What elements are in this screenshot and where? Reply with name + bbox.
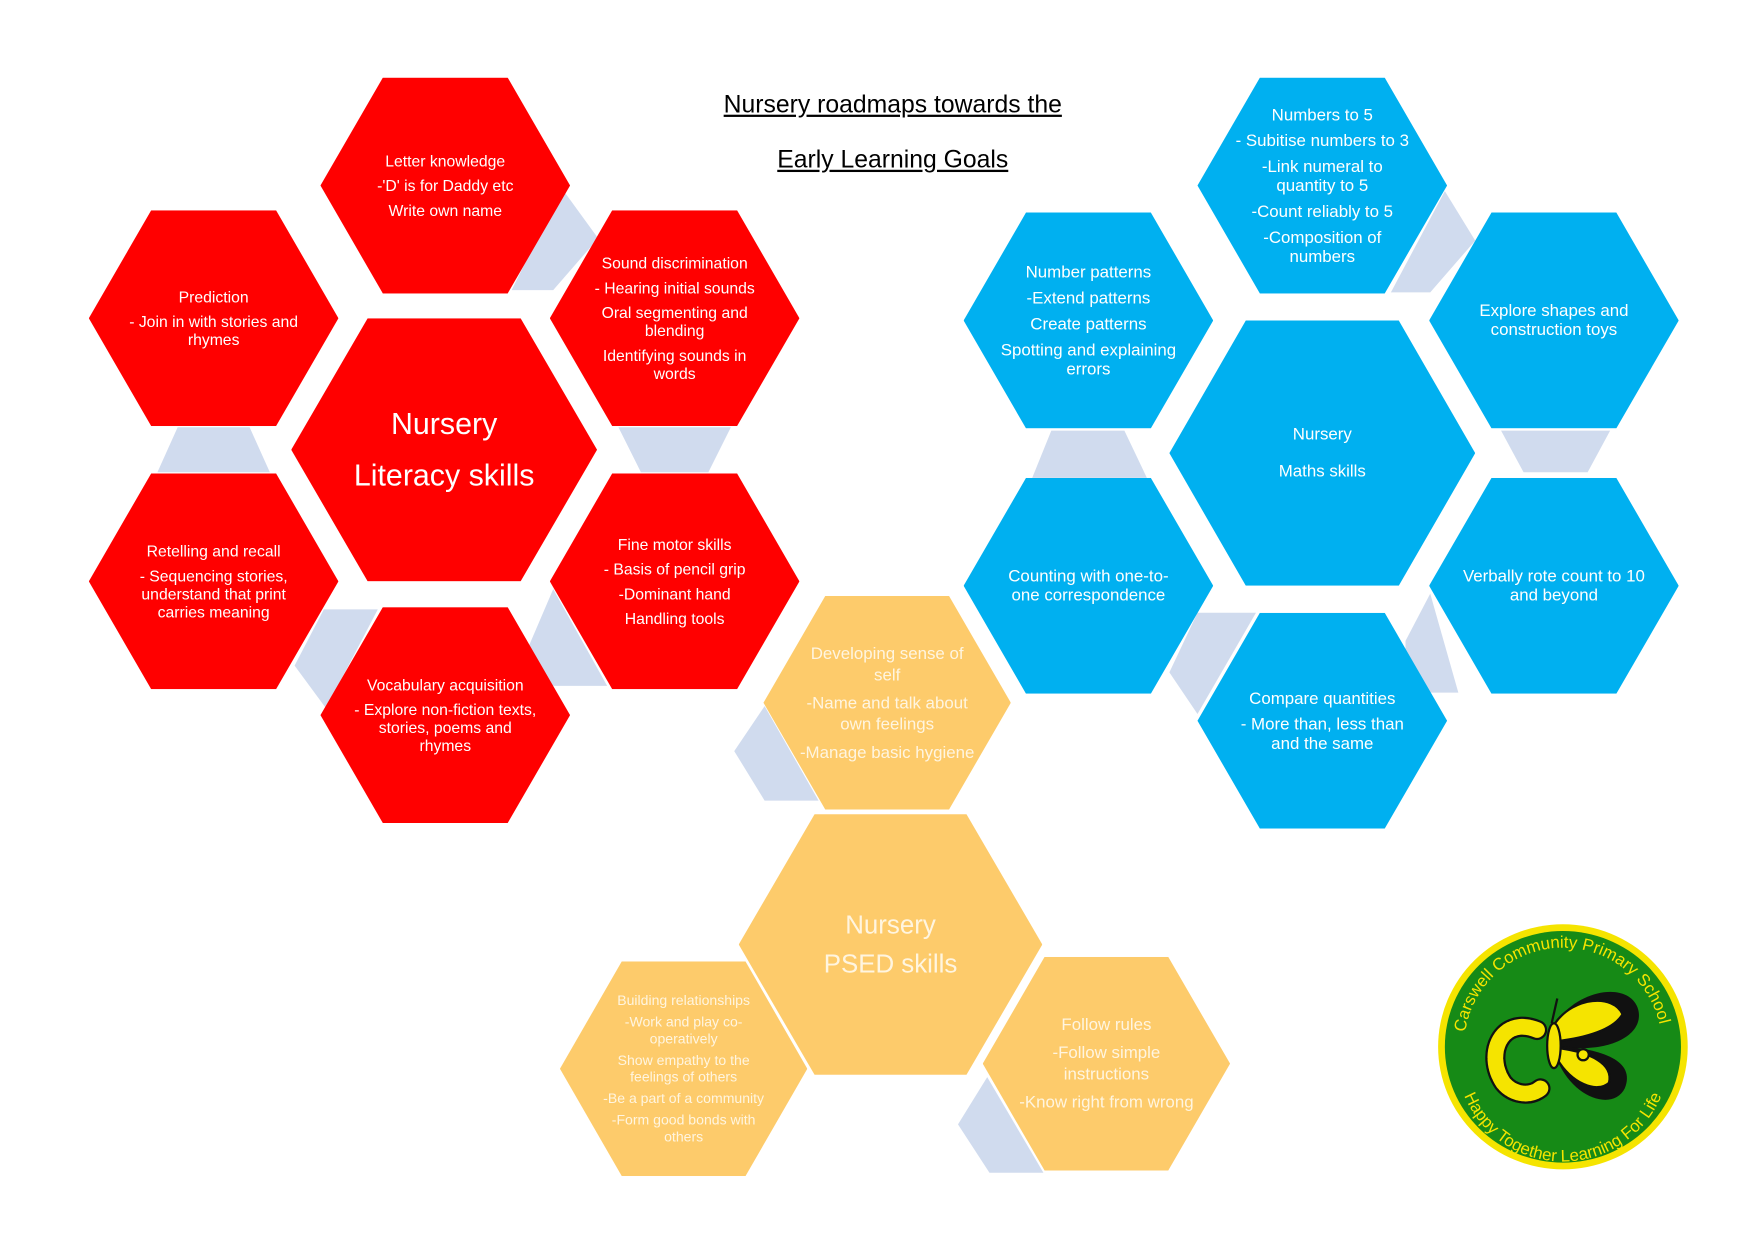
hex-text: Show empathy to the feelings of others — [617, 1051, 750, 1085]
hex-text: - Sequencing stories, understand that pr… — [139, 566, 288, 621]
hex-text: Vocabulary acquisition — [366, 675, 524, 694]
hex-title: Nursery — [1292, 425, 1352, 445]
connector — [526, 589, 608, 686]
hex-title: Nursery — [390, 407, 498, 441]
hex-text: Follow rules — [1061, 1015, 1152, 1035]
hex-text: Fine motor skills — [617, 535, 732, 554]
page-subtitle: Early Learning Goals — [777, 145, 1009, 174]
hex-text: Number patterns — [1025, 262, 1152, 282]
hex-text: -Dominant hand — [618, 584, 731, 603]
hex-text: Oral segmenting and blending — [601, 303, 748, 340]
hex-text: -Extend patterns — [1026, 288, 1151, 308]
hex-text: -Manage basic hygiene — [799, 742, 975, 762]
hex-text: Verbally rote count to 10 and beyond — [1462, 566, 1645, 605]
hex-text: -Follow simple instructions — [1052, 1043, 1161, 1084]
connector — [511, 188, 599, 291]
hex-text: Explore shapes and construction toys — [1479, 301, 1629, 340]
hex-relationships: Building relationships -Work and play co… — [559, 961, 808, 1177]
connector — [618, 427, 731, 473]
hex-text: -Count reliably to 5 — [1251, 201, 1394, 221]
school-logo: Carswell Community Primary School Happy … — [1438, 924, 1688, 1170]
hex-text: Numbers to 5 — [1271, 105, 1373, 125]
caterpillar-icon — [1485, 1016, 1551, 1104]
hex-text: - Hearing initial sounds — [594, 278, 755, 297]
connector — [734, 706, 819, 801]
hex-text: -Work and play co-operatively — [624, 1013, 743, 1047]
page-title: Nursery roadmaps towards the — [723, 89, 1062, 119]
hex-text: Counting with one-to-one correspondence — [1008, 566, 1169, 605]
connector — [1405, 593, 1459, 693]
hex-text: Create patterns — [1030, 314, 1147, 334]
hex-text: -Know right from wrong — [1019, 1092, 1194, 1113]
connector — [1390, 191, 1476, 293]
connector — [1501, 430, 1611, 473]
hex-text: Compare quantities — [1249, 688, 1396, 708]
hex-text: - Subitise numbers to 3 — [1235, 130, 1410, 151]
butterfly-icon — [1546, 991, 1639, 1100]
hex-text: -Form good bonds with others — [611, 1111, 756, 1145]
hex-text: Building relationships — [617, 992, 751, 1009]
hex-title: Maths skills — [1278, 462, 1366, 482]
hex-text: - Basis of pencil grip — [603, 559, 746, 578]
hex-text: Identifying sounds in words — [602, 346, 747, 383]
hex-text: Handling tools — [624, 609, 725, 628]
hex-text: Spotting and explaining errors — [1000, 340, 1177, 379]
connector — [1169, 612, 1256, 714]
connector — [957, 1077, 1044, 1173]
hex-text: -Composition of numbers — [1263, 227, 1382, 266]
hex-text: - Explore non-fiction texts, stories, po… — [354, 700, 537, 755]
hex-text: Sound discrimination — [601, 254, 748, 273]
hex-text: -Name and talk about own feelings — [806, 693, 968, 734]
hex-text: Prediction — [178, 287, 249, 306]
connector — [157, 427, 270, 473]
hex-text: - More than, less than and the same — [1240, 714, 1404, 753]
connector — [294, 609, 378, 709]
hex-text: - Join in with stories and rhymes — [129, 312, 299, 349]
hex-text: -Link numeral to quantity to 5 — [1261, 156, 1383, 196]
hex-title: Nursery — [845, 909, 936, 939]
hex-text: -Be a part of a community — [603, 1090, 765, 1106]
hex-title: Literacy skills — [353, 458, 535, 493]
hex-text: Developing sense of self — [810, 643, 964, 685]
connector — [1032, 430, 1147, 478]
hex-text: -'D' is for Daddy etc — [377, 176, 514, 195]
hex-title: PSED skills — [823, 948, 958, 979]
hex-text: Retelling and recall — [146, 541, 281, 560]
hex-text: Letter knowledge — [385, 151, 506, 170]
hex-text: Write own name — [388, 201, 502, 220]
